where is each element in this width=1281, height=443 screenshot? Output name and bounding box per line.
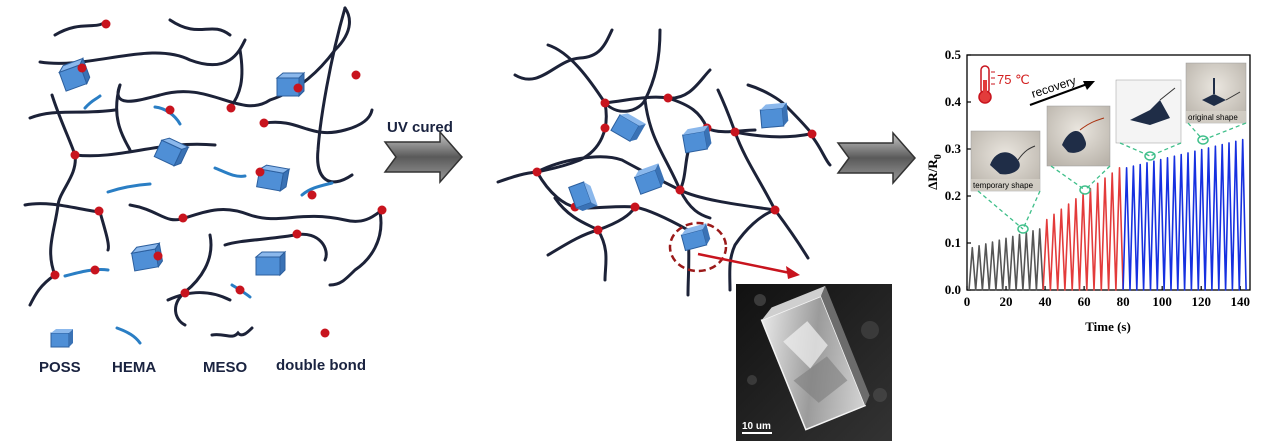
legend-poss-label: POSS	[39, 359, 81, 376]
y-tick-label: 0.2	[945, 188, 961, 203]
polymer-chain	[666, 96, 757, 134]
legend-double-bond-icon	[320, 328, 330, 338]
x-axis-label: Time (s)	[1085, 319, 1131, 334]
polymer-chain	[174, 233, 213, 327]
poss-cage	[759, 102, 789, 129]
chart-inset: 75 ℃ recovery temporary shape	[970, 62, 1247, 234]
hema-segments-left	[63, 94, 334, 299]
legend-hema-label: HEMA	[112, 359, 156, 376]
poss-cage	[254, 250, 287, 277]
y-tick-label: 0.5	[945, 47, 962, 62]
poss-cages-left	[58, 57, 306, 277]
polymer-chain	[603, 68, 712, 105]
x-tick-label: 120	[1191, 294, 1211, 309]
x-axis: 0 20 40 60 80 100 120 140	[964, 286, 1250, 309]
polymer-chain	[166, 291, 232, 302]
y-axis-label: ΔR/R0	[925, 154, 944, 190]
legend: POSS HEMA MESO double bond	[39, 326, 366, 376]
polymer-chain	[496, 170, 577, 209]
thermometer-icon	[978, 65, 995, 104]
polymer-chain	[328, 210, 383, 287]
poss-cage	[153, 137, 190, 167]
polymer-chain	[733, 130, 777, 212]
scale-bar-label: 10 um	[742, 421, 771, 432]
polymer-chain	[49, 93, 77, 277]
legend-meso-icon	[210, 326, 254, 338]
poss-cage	[682, 125, 712, 154]
x-tick-label: 20	[1000, 294, 1013, 309]
x-tick-label: 0	[964, 294, 971, 309]
temporary-shape-label: temporary shape	[973, 181, 1034, 190]
photo-intermediate-2	[1115, 79, 1182, 144]
x-tick-label: 100	[1152, 294, 1172, 309]
polymer-chain	[546, 28, 662, 113]
sem-crystal	[760, 285, 870, 431]
polymer-chain	[316, 6, 354, 184]
polymer-chain	[546, 205, 637, 257]
hema-molecule	[213, 166, 247, 178]
series-line-3	[1122, 138, 1247, 291]
hema-molecule	[83, 94, 102, 110]
original-shape-label: original shape	[1188, 113, 1238, 122]
x-tick-label: 80	[1117, 294, 1130, 309]
guide-lines	[977, 122, 1247, 230]
legend-hema-icon	[115, 326, 142, 345]
legend-meso-label: MESO	[203, 359, 248, 376]
zoom-arrow	[697, 252, 800, 279]
legend-poss-icon	[50, 329, 73, 348]
polymer-chain	[513, 28, 614, 81]
polymer-chain	[38, 38, 247, 67]
polymer-chain	[28, 108, 117, 120]
poss-cage	[633, 163, 665, 195]
poss-cage	[130, 241, 163, 272]
hema-molecule	[63, 268, 110, 278]
cured-network	[496, 28, 832, 297]
polymer-chain	[116, 6, 351, 108]
polymer-chain	[115, 83, 132, 152]
temperature-label: 75 ℃	[997, 72, 1030, 87]
polymer-chain	[716, 88, 832, 167]
y-tick-label: 0.3	[945, 141, 962, 156]
x-tick-label: 40	[1039, 294, 1052, 309]
x-tick-label: 60	[1078, 294, 1091, 309]
polymer-chain	[53, 20, 107, 37]
polymer-chain	[168, 18, 232, 37]
polymer-chain	[128, 203, 384, 223]
polymer-chain	[677, 126, 810, 260]
y-tick-label: 0.4	[945, 94, 962, 109]
poss-cage	[680, 223, 711, 252]
x-tick-label: 140	[1230, 294, 1250, 309]
process-arrow-icon	[383, 130, 463, 184]
polymer-chain	[728, 208, 777, 292]
polymer-chain	[73, 142, 217, 158]
hema-molecule	[106, 182, 152, 194]
polymer-chain	[535, 101, 608, 174]
photo-original-shape: original shape	[1185, 62, 1247, 124]
sem-image: 10 um	[736, 284, 892, 441]
polymer-chain	[263, 108, 374, 135]
uncured-network	[23, 6, 384, 327]
poss-cage	[610, 113, 646, 142]
double-bonds-left	[50, 19, 387, 298]
process-arrow-icon	[836, 131, 916, 185]
legend-double-bond-label: double bond	[276, 357, 366, 374]
series-line-1	[968, 228, 1044, 291]
poss-cage	[568, 181, 598, 212]
recovery-arrow	[1029, 81, 1095, 106]
y-tick-label: 0.1	[945, 235, 961, 250]
polymer-chain	[553, 196, 608, 282]
y-axis: 0.0 0.1 0.2 0.3 0.4 0.5	[945, 47, 971, 297]
highlight-circle	[668, 221, 728, 273]
y-tick-label: 0.0	[945, 282, 961, 297]
guide-markers	[1017, 135, 1209, 234]
hema-molecule	[300, 181, 334, 197]
photo-intermediate-1	[1046, 105, 1111, 167]
polymer-chain	[28, 273, 57, 307]
photo-temporary-shape: temporary shape	[970, 130, 1041, 192]
uv-cured-label: UV cured	[387, 119, 453, 136]
poss-cages-middle	[568, 102, 789, 252]
